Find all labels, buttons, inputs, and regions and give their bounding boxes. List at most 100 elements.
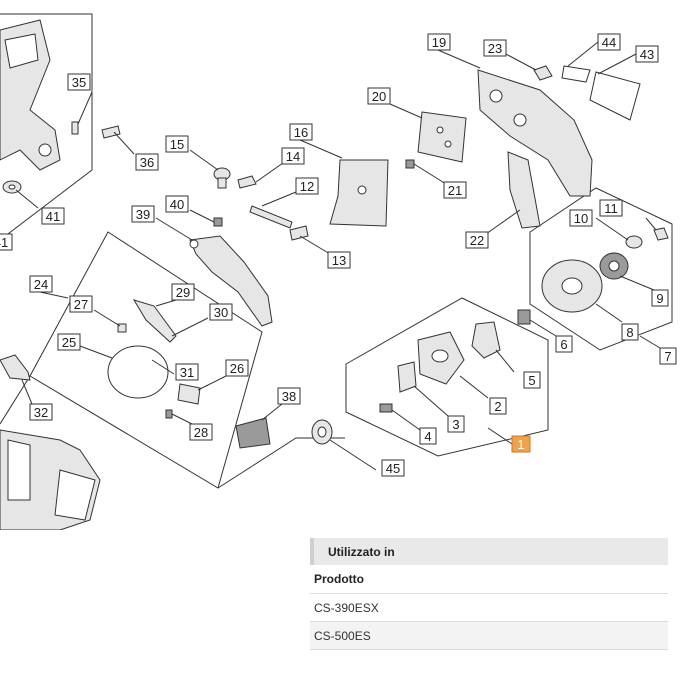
label-11: 11 [599, 199, 623, 217]
label-14: 14 [281, 147, 305, 165]
label-26: 26 [225, 359, 249, 377]
part-40-washer [2, 180, 22, 194]
svg-text:40: 40 [170, 197, 184, 212]
label-41: 41 [0, 233, 13, 251]
part-22-guide [507, 151, 541, 229]
svg-text:2: 2 [494, 399, 501, 414]
part-15-knob [213, 167, 231, 189]
svg-text:44: 44 [602, 35, 616, 50]
column-label-text: Prodotto [314, 572, 364, 586]
label-39: 40 [165, 195, 189, 213]
svg-text:21: 21 [448, 183, 462, 198]
usage-header: Utilizzato in [310, 538, 668, 565]
svg-text:24: 24 [34, 277, 48, 292]
svg-text:5: 5 [528, 373, 535, 388]
frame-sprocket-group [529, 187, 673, 351]
part-13-pin [289, 225, 309, 241]
label-19: 19 [427, 33, 451, 51]
label-27: 27 [69, 295, 93, 313]
product-row[interactable]: CS-500ES [310, 622, 668, 650]
label-36: 36 [135, 153, 159, 171]
label-30: 30 [209, 303, 233, 321]
part-2-clutch-shoe [417, 331, 465, 385]
frame-clutch-group [345, 297, 549, 457]
svg-text:20: 20 [372, 89, 386, 104]
part-39-screw [213, 217, 223, 227]
svg-text:14: 14 [286, 149, 300, 164]
svg-text:41: 41 [46, 209, 60, 224]
svg-text:19: 19 [432, 35, 446, 50]
part-45-pulley [311, 419, 333, 445]
svg-text:30: 30 [214, 305, 228, 320]
svg-text:13: 13 [332, 253, 346, 268]
part-9-sprocket [599, 252, 629, 280]
svg-text:28: 28 [194, 425, 208, 440]
part-4-spring [379, 403, 393, 413]
svg-text:1: 1 [517, 437, 524, 452]
label-38: 39 [131, 205, 155, 223]
part-28-screw [165, 409, 173, 419]
svg-text:8: 8 [626, 325, 633, 340]
usage-table: Utilizzato in Prodotto CS-390ESX CS-500E… [310, 538, 668, 650]
part-19-chain-cover [477, 69, 593, 197]
svg-text:10: 10 [574, 211, 588, 226]
part-10-washer [625, 235, 643, 249]
svg-text:39: 39 [136, 207, 150, 222]
svg-text:35: 35 [72, 75, 86, 90]
part-11-nut [653, 227, 669, 241]
label-4: 4 [419, 427, 437, 445]
part-38-brake-lever [189, 235, 273, 327]
svg-text:11: 11 [604, 201, 618, 216]
part-12-shaft [249, 205, 293, 229]
label-16: 16 [289, 123, 313, 141]
product-name[interactable]: CS-500ES [314, 628, 371, 643]
frame-lower-left-edge [0, 375, 31, 425]
part-8-drum [541, 259, 603, 313]
part-23-nut [533, 65, 553, 81]
part-5-hub [471, 321, 501, 359]
label-7: 7 [659, 347, 677, 365]
product-name[interactable]: CS-390ESX [314, 600, 379, 615]
svg-text:43: 43 [640, 47, 654, 62]
part-20-cover-plate [417, 111, 467, 163]
label-21: 21 [443, 181, 467, 199]
label-43: 43 [635, 45, 659, 63]
label-6: 6 [555, 335, 573, 353]
product-row[interactable]: CS-390ESX [310, 594, 668, 622]
label-23: 23 [483, 39, 507, 57]
svg-text:6: 6 [560, 337, 567, 352]
svg-text:36: 36 [140, 155, 154, 170]
svg-text:7: 7 [664, 349, 671, 364]
svg-text:38: 38 [282, 389, 296, 404]
label-3: 3 [447, 415, 465, 433]
leader-lines [15, 41, 661, 471]
label-12: 12 [295, 177, 319, 195]
part-44-label [561, 65, 591, 83]
svg-text:27: 27 [74, 297, 88, 312]
label-29: 29 [171, 283, 195, 301]
svg-text:31: 31 [180, 365, 194, 380]
label-20: 20 [367, 87, 391, 105]
label-35: 35 [67, 73, 91, 91]
label-28: 28 [189, 423, 213, 441]
label-22: 22 [465, 231, 489, 249]
svg-text:16: 16 [294, 125, 308, 140]
svg-text:12: 12 [300, 179, 314, 194]
part-26-block [177, 383, 201, 405]
label-24: 24 [29, 275, 53, 293]
label-10: 10 [569, 209, 593, 227]
label-13: 13 [327, 251, 351, 269]
label-40: 41 [41, 207, 65, 225]
label-1-highlighted[interactable]: 1 [511, 435, 531, 453]
svg-text:41: 41 [0, 235, 8, 250]
label-44: 44 [597, 33, 621, 51]
engine-housing-top [0, 19, 61, 171]
part-43-label [589, 71, 641, 121]
part-14-clip [237, 175, 257, 189]
usage-column-label: Prodotto [310, 565, 668, 594]
part-21-screw [405, 159, 415, 169]
frame-starter-pulley-link [217, 437, 345, 489]
part-32-lever [0, 354, 31, 381]
label-2: 2 [489, 397, 507, 415]
part-36-screw [101, 125, 121, 139]
